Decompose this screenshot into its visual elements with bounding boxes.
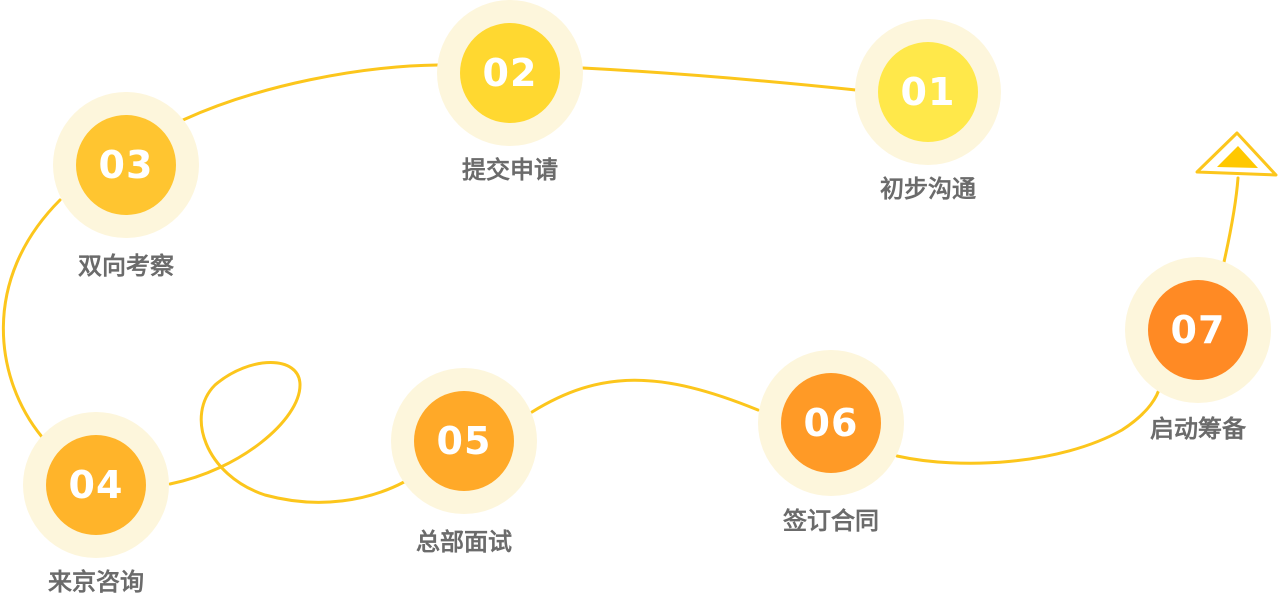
triangle-arrow-icon xyxy=(1195,131,1278,177)
step-number-badge: 01 xyxy=(878,42,978,142)
step-label: 来京咨询 xyxy=(48,568,144,595)
step-label: 双向考察 xyxy=(78,252,174,280)
step-number-badge: 06 xyxy=(781,373,881,473)
step-number-badge: 05 xyxy=(414,391,514,491)
connector-06-07 xyxy=(895,384,1162,465)
connector-07-end xyxy=(1222,176,1240,264)
step-label: 提交申请 xyxy=(462,156,558,184)
step-label: 总部面试 xyxy=(416,528,512,556)
step-label: 签订合同 xyxy=(783,507,879,535)
step-number-badge: 03 xyxy=(76,115,176,215)
step-label: 启动筹备 xyxy=(1150,415,1246,443)
step-number-badge: 02 xyxy=(460,23,560,123)
connector-05-06 xyxy=(530,378,760,414)
connector-03-04 xyxy=(1,198,62,439)
step-number-badge: 07 xyxy=(1148,280,1248,380)
connector-04-05 xyxy=(168,361,406,504)
step-number-badge: 04 xyxy=(46,435,146,535)
step-label: 初步沟通 xyxy=(880,175,976,203)
connector-01-02 xyxy=(581,66,858,92)
connector-02-03 xyxy=(181,63,440,122)
